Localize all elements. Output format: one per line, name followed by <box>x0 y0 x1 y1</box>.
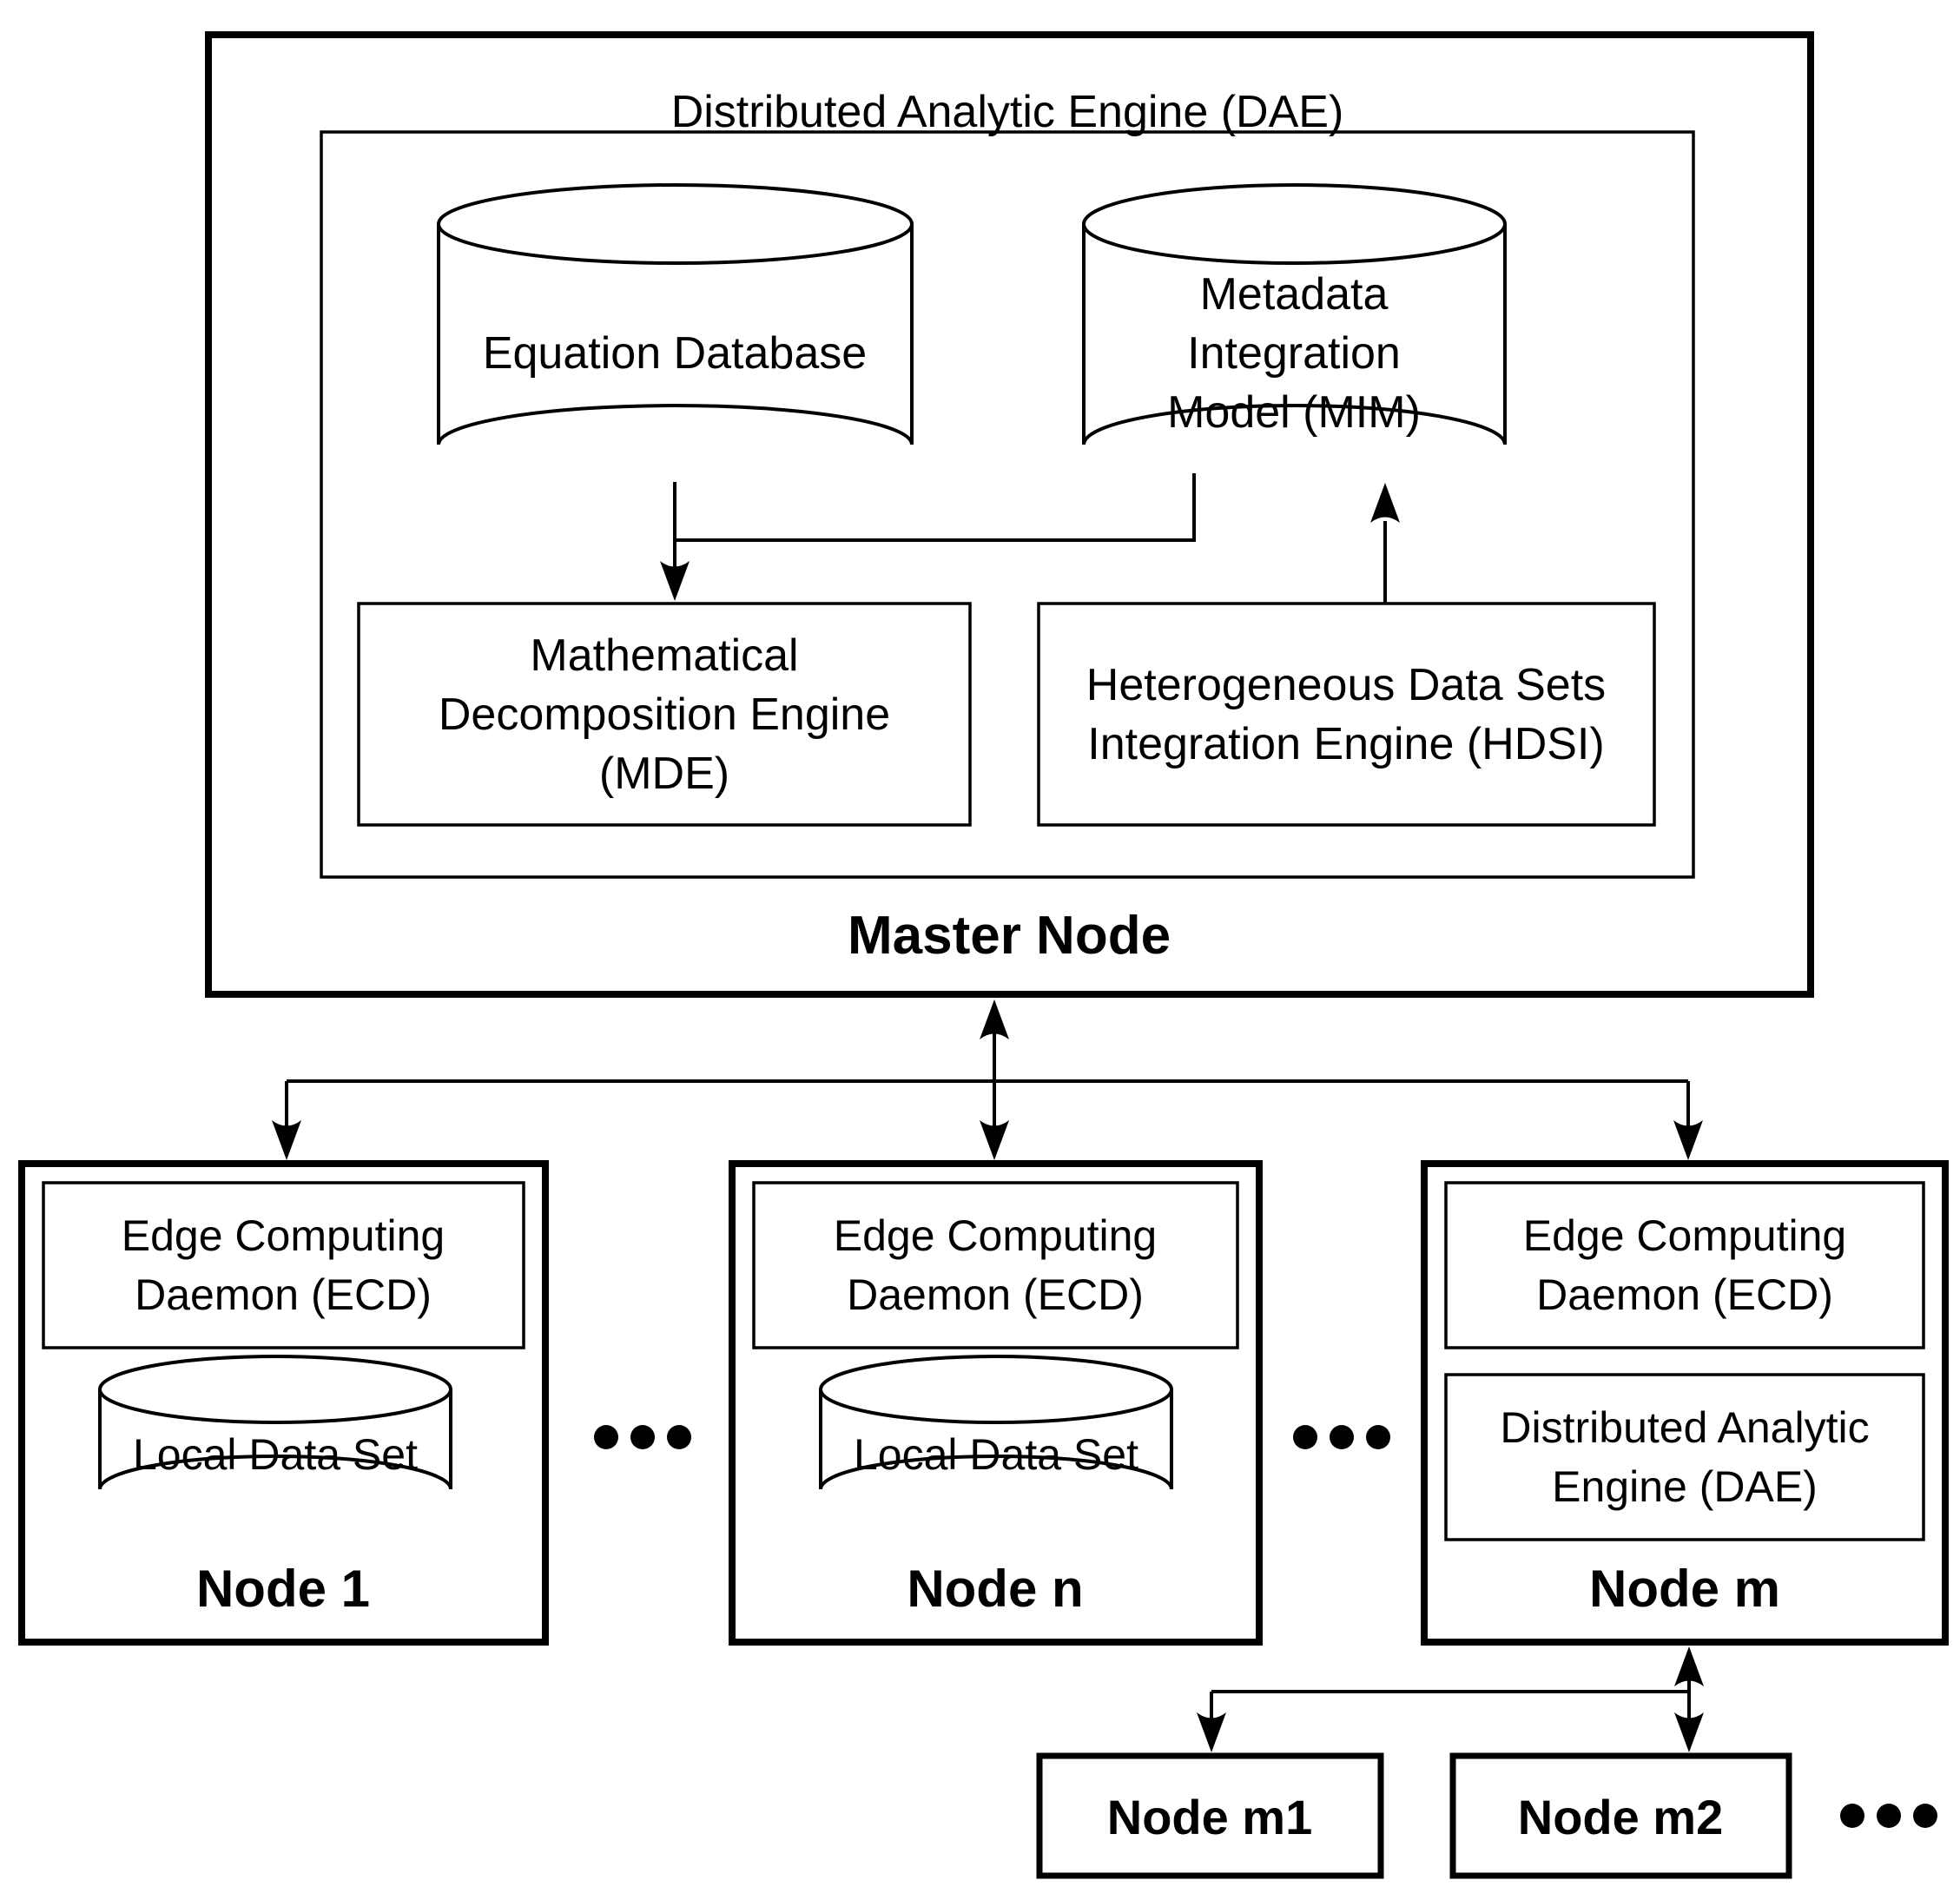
hdsi-label-line-2: Integration Engine (HDSI) <box>1087 719 1604 769</box>
ellipsis-dot <box>594 1425 618 1449</box>
node-m-ecd-label-line-1: Edge Computing <box>1523 1211 1846 1260</box>
hdsi-box <box>1037 602 1656 827</box>
node-1-ecd-label-line-2: Daemon (ECD) <box>135 1270 432 1319</box>
node-m2-box <box>1449 1752 1792 1879</box>
node-m-dae-label-line-2: Engine (DAE) <box>1552 1462 1818 1511</box>
dae-title: Distributed Analytic Engine (DAE) <box>671 87 1344 137</box>
node-n-local-data-set-label: Local Data Set <box>854 1430 1138 1479</box>
node-m-group: Edge Computing Daemon (ECD) Distributed … <box>1421 1160 1949 1646</box>
mim-label-line-1: Metadata <box>1200 269 1389 320</box>
ellipsis-dot <box>1877 1804 1901 1828</box>
ellipsis-dot <box>1840 1804 1864 1828</box>
mim-cylinder: Metadata Integration Model (MIM) <box>1082 183 1507 445</box>
equation-database-cylinder-body <box>437 224 914 445</box>
arrow-branch-to-node-m <box>1673 1081 1703 1160</box>
ellipsis-dot <box>1293 1425 1317 1449</box>
arrowhead-down-icon <box>272 1120 301 1160</box>
arrow-hdsi-to-mim <box>1370 483 1400 604</box>
node-1-ecd-box <box>42 1181 525 1349</box>
cylinder-top <box>819 1355 1173 1424</box>
ellipsis-dot <box>1330 1425 1354 1449</box>
ellipsis-dot <box>630 1425 655 1449</box>
arrowhead-down-icon <box>1673 1120 1703 1160</box>
arrowhead-down-icon <box>1197 1712 1226 1752</box>
mde-box-group: Mathematical Decomposition Engine (MDE) <box>357 602 972 827</box>
master-node-label: Master Node <box>848 906 1171 966</box>
node-1-label: Node 1 <box>196 1560 370 1618</box>
mim-label-line-2: Integration <box>1187 328 1401 379</box>
mde-label-line-2: Decomposition Engine <box>439 689 890 740</box>
mim-label-line-3: Model (MIM) <box>1167 387 1421 438</box>
equation-database-label: Equation Database <box>483 328 867 379</box>
mde-box <box>357 602 972 827</box>
node-m-ecd-box <box>1444 1181 1925 1349</box>
arrowhead-up-icon <box>1370 483 1400 523</box>
node-m-label: Node m <box>1589 1560 1780 1618</box>
node-1-local-data-set-label: Local Data Set <box>133 1430 418 1479</box>
mim-cylinder-body <box>1082 224 1507 445</box>
node-n-group: Edge Computing Daemon (ECD) Local Data S… <box>729 1160 1263 1646</box>
arrowhead-down-icon <box>1674 1712 1704 1752</box>
mde-label-line-1: Mathematical <box>530 630 798 681</box>
ellipsis-icon-left <box>594 1425 691 1449</box>
arrowhead-up-icon <box>980 999 1009 1039</box>
node-m1-group: Node m1 <box>1036 1752 1384 1879</box>
node-n-ecd-label-line-1: Edge Computing <box>834 1211 1157 1260</box>
node-n-local-data-set-cylinder: Local Data Set <box>819 1355 1173 1490</box>
node-m2-label: Node m2 <box>1518 1790 1724 1844</box>
equation-database-cylinder: Equation Database <box>437 183 914 445</box>
node-n-ecd-label-line-2: Daemon (ECD) <box>847 1270 1144 1319</box>
equation-database-cylinder-top <box>437 183 914 265</box>
node-m2-group: Node m2 <box>1449 1752 1792 1879</box>
arrowhead-up-icon <box>1674 1646 1704 1686</box>
node-m1-label: Node m1 <box>1107 1790 1313 1844</box>
node-m-dae-box <box>1444 1373 1925 1541</box>
node-m-ecd-label-line-2: Daemon (ECD) <box>1536 1270 1833 1319</box>
arrow-node-m-to-node-m2-bidirectional <box>1674 1646 1704 1752</box>
ellipsis-dot <box>667 1425 691 1449</box>
arrow-branch-to-node-1 <box>272 1081 301 1160</box>
node-n-label: Node n <box>907 1560 1083 1618</box>
arrow-equation-db-to-mde <box>660 482 690 601</box>
node-1-group: Edge Computing Daemon (ECD) Local Data S… <box>18 1160 549 1646</box>
ellipsis-icon-right <box>1293 1425 1390 1449</box>
mim-cylinder-top <box>1082 183 1507 265</box>
node-1-ecd-label-line-1: Edge Computing <box>122 1211 445 1260</box>
node-m1-box <box>1036 1752 1384 1879</box>
arrow-branch-to-node-m1 <box>1197 1692 1226 1752</box>
cylinder-top <box>98 1355 452 1424</box>
connector-mim-to-mde-line <box>675 473 1196 542</box>
ellipsis-icon-bottom <box>1840 1804 1937 1828</box>
ellipsis-dot <box>1913 1804 1937 1828</box>
node-m-dae-label-line-1: Distributed Analytic <box>1500 1403 1869 1452</box>
hdsi-label-line-1: Heterogeneous Data Sets <box>1086 660 1606 710</box>
node-1-local-data-set-cylinder: Local Data Set <box>98 1355 452 1490</box>
arrowhead-down-icon <box>660 561 690 601</box>
node-n-ecd-box <box>752 1181 1239 1349</box>
hdsi-box-group: Heterogeneous Data Sets Integration Engi… <box>1037 602 1656 827</box>
mde-label-line-3: (MDE) <box>599 749 729 799</box>
arrowhead-down-icon <box>980 1120 1009 1160</box>
ellipsis-dot <box>1366 1425 1390 1449</box>
